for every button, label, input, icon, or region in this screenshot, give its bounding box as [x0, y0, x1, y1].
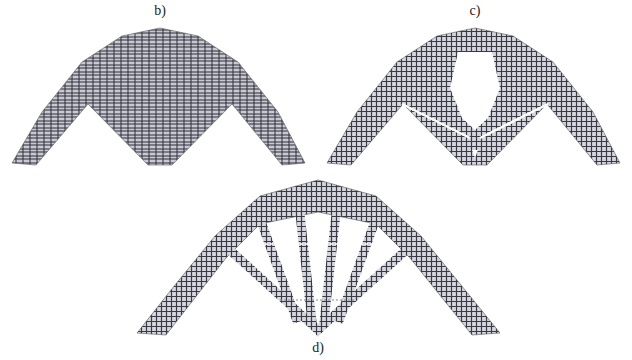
shape-d	[137, 180, 500, 335]
figure-label: b)	[154, 4, 166, 18]
figure-label: d)	[312, 341, 324, 355]
figure-label: c)	[470, 4, 481, 18]
shape-b	[12, 28, 305, 165]
shape-c	[327, 28, 620, 165]
